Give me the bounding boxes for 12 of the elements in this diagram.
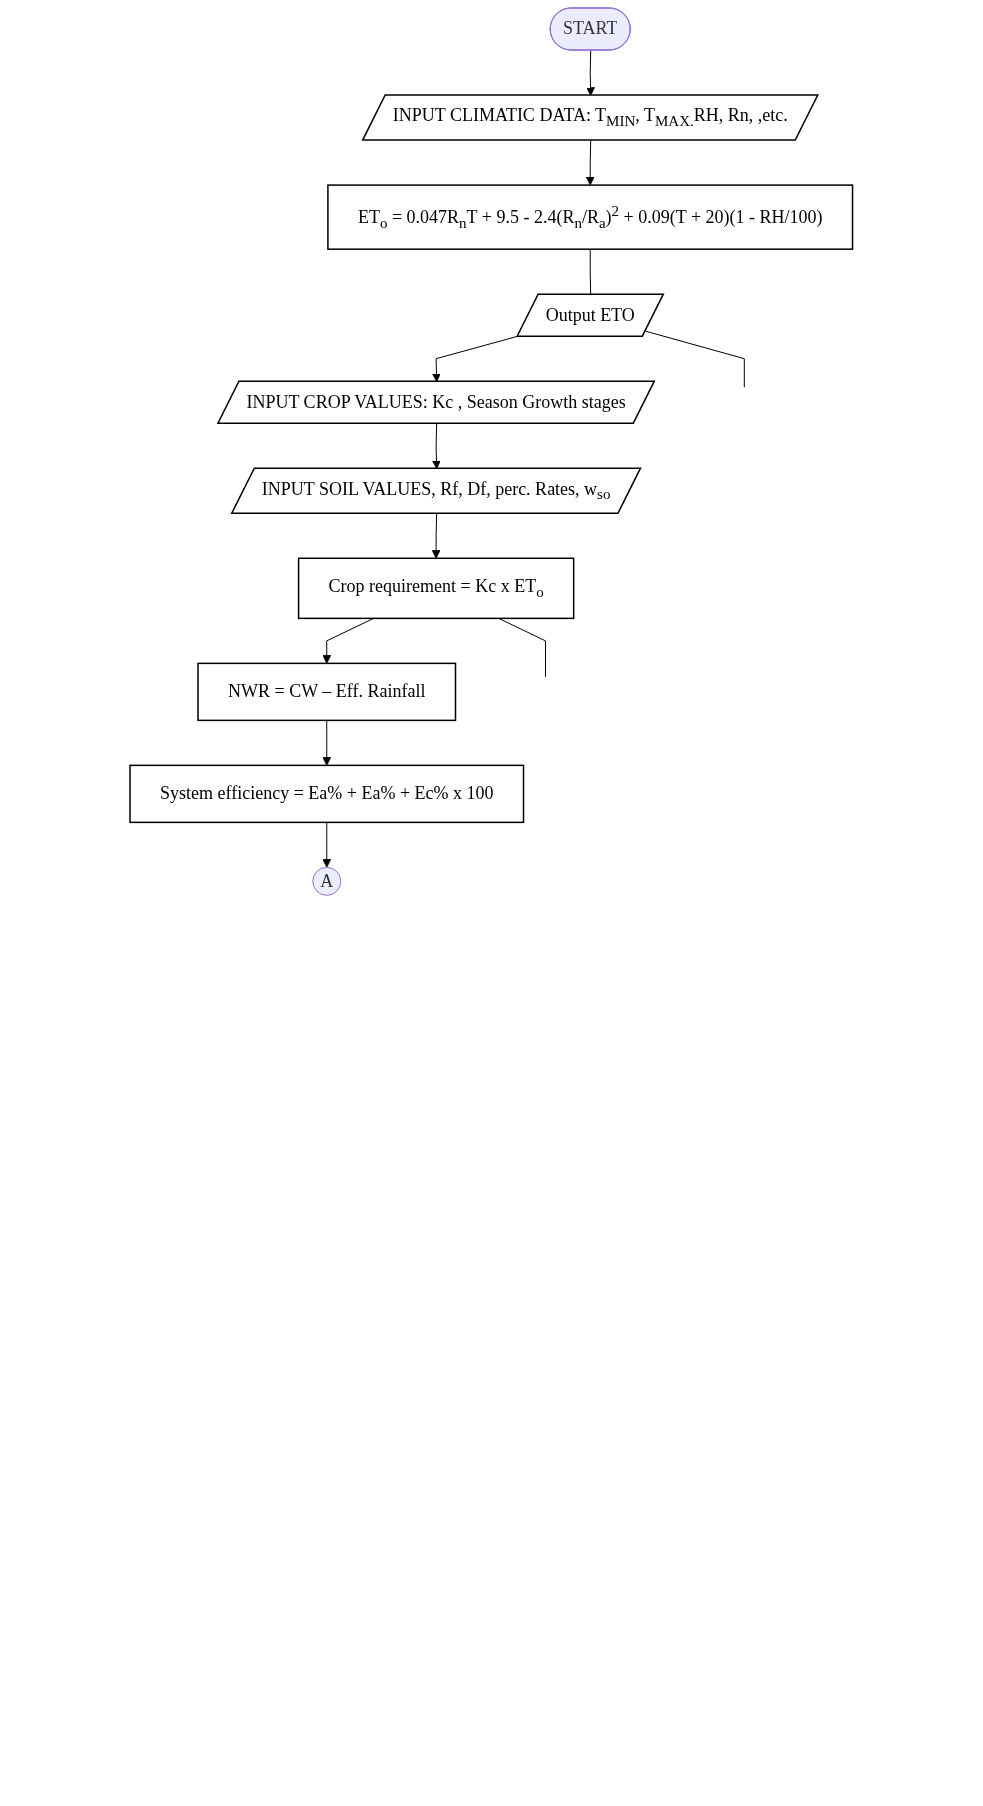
connector (645, 330, 746, 388)
arrow (322, 821, 332, 868)
node-box: ET$_{o}$ = 0.047R$_{n}$T + 9.5 - 2.4(R$_{n}$/R$_{a}$)$^{2}$ + 0.09(T + 20)(1 - RH/100) (327, 184, 854, 250)
arrow (322, 719, 332, 766)
connector (498, 617, 547, 678)
node-circle: A (312, 866, 342, 896)
node-box: Crop requirement = Kc x ET$_{o}$ (298, 557, 575, 620)
arrow (586, 140, 595, 186)
node-box: System efficiency = Ea% + Ea% + Ec% x 100 (129, 764, 525, 824)
node-box: NWR = CW – Eff. Rainfall (197, 662, 457, 722)
arrow (586, 50, 596, 96)
arrow (431, 513, 441, 559)
